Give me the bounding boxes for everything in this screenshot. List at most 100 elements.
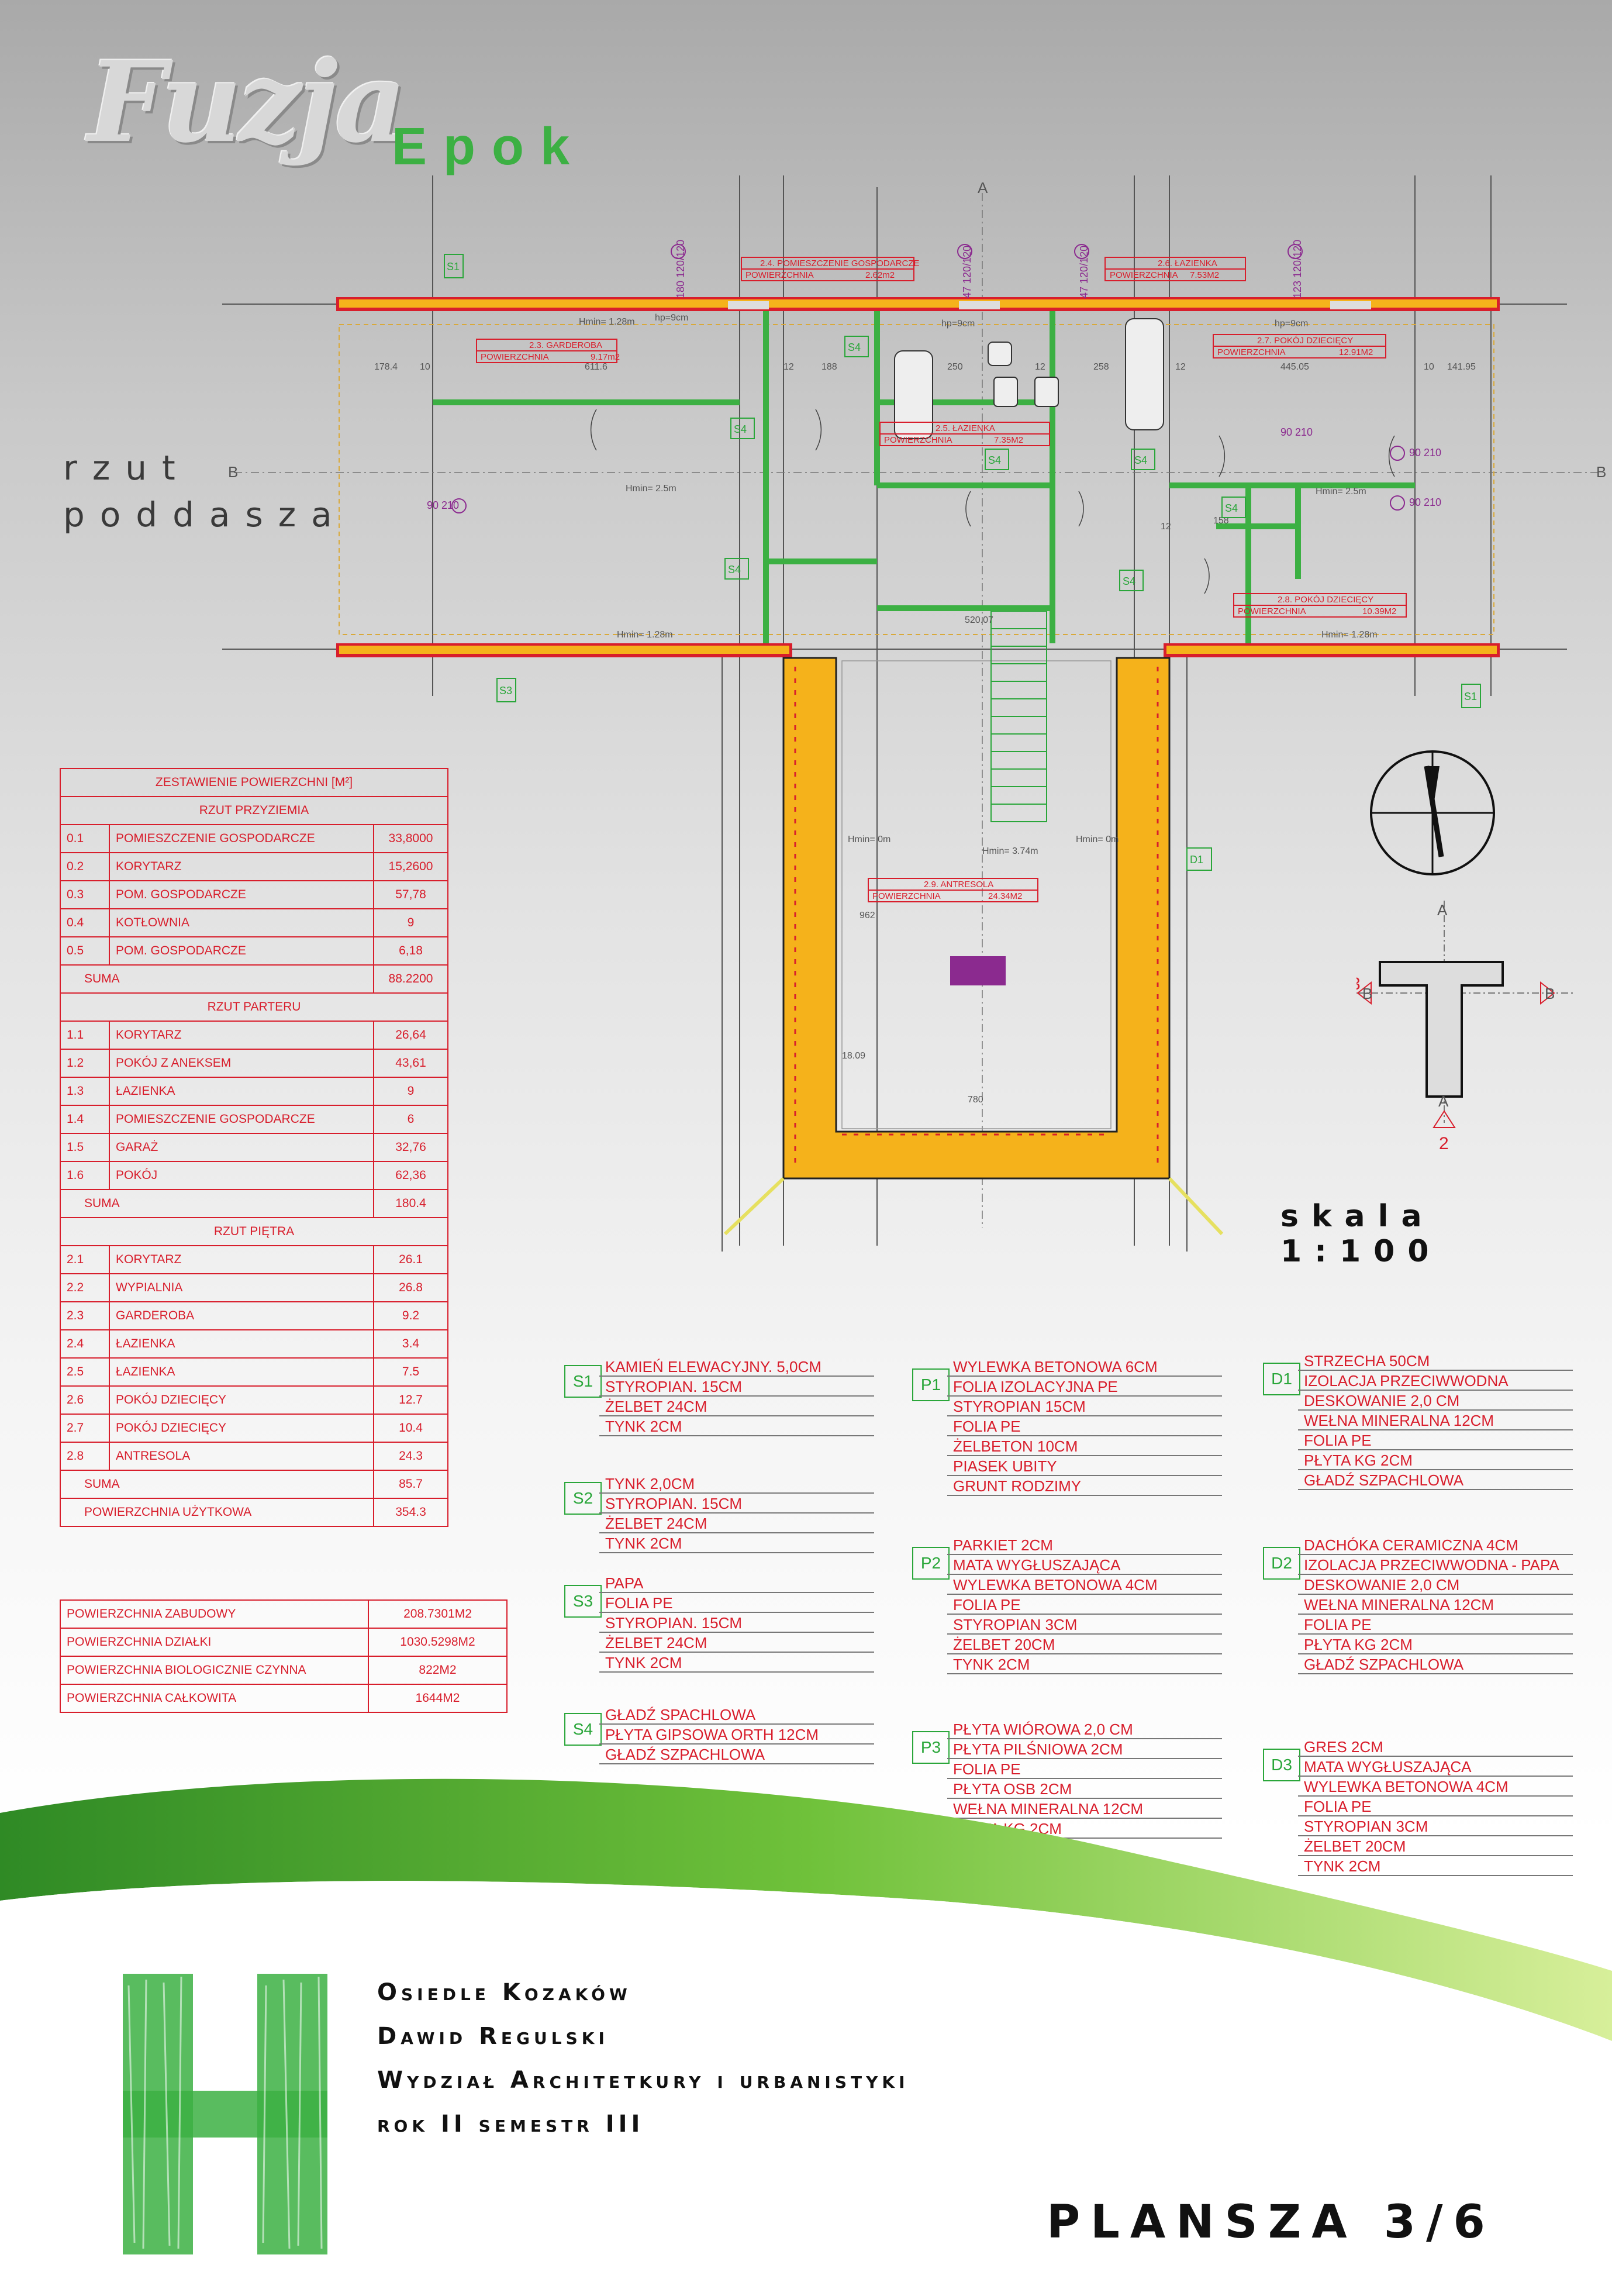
material-tags: S1 S3 S1 S4 S4 S4 S4 S4 S4 S4 D1 bbox=[444, 254, 1481, 871]
dim-10-right: 10 bbox=[1424, 362, 1434, 372]
layer-item: MATA WYGŁUSZAJĄCA bbox=[1298, 1757, 1573, 1777]
summary-name: POWIERZCHNIA ZABUDOWY bbox=[60, 1599, 369, 1629]
sum-value: 88.2200 bbox=[373, 964, 448, 994]
room-name-garderoba: 2.3. GARDEROBA bbox=[529, 340, 602, 350]
row-name: GARDEROBA bbox=[109, 1301, 374, 1330]
room-name-pokoj-27: 2.7. POKÓJ DZIECIĘCY bbox=[1257, 336, 1353, 346]
layer-item: ŻELBET 24CM bbox=[599, 1397, 874, 1416]
layer-item: STYROPIAN. 15CM bbox=[599, 1377, 874, 1397]
section-key: A A B B 3 2 bbox=[1356, 901, 1573, 1153]
plan-title-line2: poddasza bbox=[63, 495, 347, 535]
row-number: 1.1 bbox=[60, 1021, 110, 1050]
layer-item: PAPA bbox=[599, 1573, 874, 1593]
layer-item: PŁYTA GIPSOWA ORTH 12CM bbox=[599, 1725, 874, 1745]
row-number: 1.6 bbox=[60, 1161, 110, 1190]
row-value: 62,36 bbox=[373, 1161, 448, 1190]
layer-item: FOLIA PE bbox=[947, 1759, 1222, 1779]
row-value: 3.4 bbox=[373, 1329, 448, 1359]
layer-item: TYNK 2CM bbox=[599, 1653, 874, 1673]
layer-item: WEŁNA MINERALNA 12CM bbox=[1298, 1411, 1573, 1430]
row-name: POKÓJ Z ANEKSEM bbox=[109, 1049, 374, 1078]
row-number: 2.4 bbox=[60, 1329, 110, 1359]
row-number: 2.3 bbox=[60, 1301, 110, 1330]
row-value: 12.7 bbox=[373, 1385, 448, 1415]
layer-code: P3 bbox=[912, 1731, 950, 1764]
opening-180: 180 120/120 bbox=[675, 240, 686, 298]
height-hp-3: hp=9cm bbox=[1275, 319, 1308, 329]
row-value: 7.5 bbox=[373, 1357, 448, 1387]
key-axis-b-left: B bbox=[1362, 985, 1372, 1002]
layer-item: ŻELBET 24CM bbox=[599, 1633, 874, 1653]
row-name: KOTŁOWNIA bbox=[109, 908, 374, 937]
dim-14195: 141.95 bbox=[1447, 362, 1476, 372]
layer-item: GŁADŹ SPACHLOWA bbox=[599, 1705, 874, 1725]
layer-item: DESKOWANIE 2,0 CM bbox=[1298, 1391, 1573, 1411]
layer-item: STYROPIAN 3CM bbox=[1298, 1816, 1573, 1836]
layer-item: WEŁNA MINERALNA 12CM bbox=[1298, 1595, 1573, 1615]
room-area-pokoj-28: 10.39M2 bbox=[1362, 606, 1396, 616]
room-name-pokoj-28: 2.8. POKÓJ DZIECIĘCY bbox=[1278, 595, 1373, 605]
room-name-antresola: 2.9. ANTRESOLA bbox=[924, 880, 993, 890]
usable-value: 354.3 bbox=[373, 1498, 448, 1527]
layer-item: ŻELBET 24CM bbox=[599, 1514, 874, 1533]
row-number: 0.5 bbox=[60, 936, 110, 966]
dim-44505: 445.05 bbox=[1280, 362, 1309, 372]
dim-1809: 18.09 bbox=[842, 1051, 865, 1061]
sheet-number: PLANSZA 3/6 bbox=[1047, 2196, 1496, 2249]
row-name: WYPIALNIA bbox=[109, 1273, 374, 1302]
row-number: 1.3 bbox=[60, 1077, 110, 1106]
layer-code: P1 bbox=[912, 1368, 950, 1401]
height-hmin-mid-right: Hmin= 2.5m bbox=[1316, 487, 1366, 497]
room-name-lazienka-26: 2.6. ŁAZIENKA bbox=[1158, 258, 1217, 268]
footer-line-author: Dawid Regulski bbox=[377, 2023, 609, 2050]
layer-item: STYROPIAN. 15CM bbox=[599, 1494, 874, 1514]
room-name-lazienka-25: 2.5. ŁAZIENKA bbox=[936, 423, 995, 433]
room-area-label-pokoj-27: POWIERZCHNIA bbox=[1217, 347, 1286, 357]
antresola-frame bbox=[782, 657, 1171, 1180]
layer-item: FOLIA PE bbox=[599, 1593, 874, 1613]
layer-item: FOLIA IZOLACYJNA PE bbox=[947, 1377, 1222, 1397]
layer-item: GŁADŹ SZPACHLOWA bbox=[599, 1745, 874, 1764]
height-hp-1: hp=9cm bbox=[655, 313, 688, 323]
layer-code: P2 bbox=[912, 1547, 950, 1580]
row-number: 2.5 bbox=[60, 1357, 110, 1387]
window-2 bbox=[959, 301, 1000, 309]
layer-item: PŁYTA OSB 2CM bbox=[947, 1779, 1222, 1799]
area-table-title: ZESTAWIENIE POWIERZCHNI [M²] bbox=[60, 768, 448, 797]
key-axis-a-bottom: A bbox=[1438, 1092, 1449, 1110]
layer-item: WYLEWKA BETONOWA 4CM bbox=[947, 1575, 1222, 1595]
footer-line-faculty: Wydział Architetkury i urbanistyki bbox=[377, 2067, 909, 2094]
area-table: ZESTAWIENIE POWIERZCHNI [M²]RZUT PRZYZIE… bbox=[60, 768, 448, 1527]
row-number: 2.6 bbox=[60, 1385, 110, 1415]
area-section-header: RZUT PARTERU bbox=[60, 992, 448, 1022]
layer-item: STYROPIAN 15CM bbox=[947, 1397, 1222, 1416]
room-area-label-garderoba: POWIERZCHNIA bbox=[481, 352, 549, 362]
floor-plan: A B B bbox=[222, 175, 1606, 1252]
dim-258: 258 bbox=[1093, 362, 1109, 372]
tag-s4-1: S4 bbox=[848, 342, 861, 353]
dim-962: 962 bbox=[859, 911, 875, 921]
antresola-floor bbox=[841, 660, 1112, 1129]
layer-item: FOLIA PE bbox=[947, 1595, 1222, 1615]
tag-d1-antresola: D1 bbox=[1190, 854, 1203, 866]
plan-title: rzut poddasza bbox=[63, 444, 347, 538]
layer-item: TYNK 2,0CM bbox=[599, 1474, 874, 1494]
row-number: 0.3 bbox=[60, 880, 110, 909]
key-axis-a-top: A bbox=[1437, 901, 1448, 919]
row-name: POKÓJ bbox=[109, 1161, 374, 1190]
layer-item: STYROPIAN 3CM bbox=[947, 1615, 1222, 1635]
tag-s4-6: S4 bbox=[1123, 575, 1135, 587]
tag-s3-left: S3 bbox=[499, 685, 512, 697]
row-name: POM. GOSPODARCZE bbox=[109, 936, 374, 966]
row-number: 0.4 bbox=[60, 908, 110, 937]
layer-code: D2 bbox=[1263, 1547, 1300, 1580]
